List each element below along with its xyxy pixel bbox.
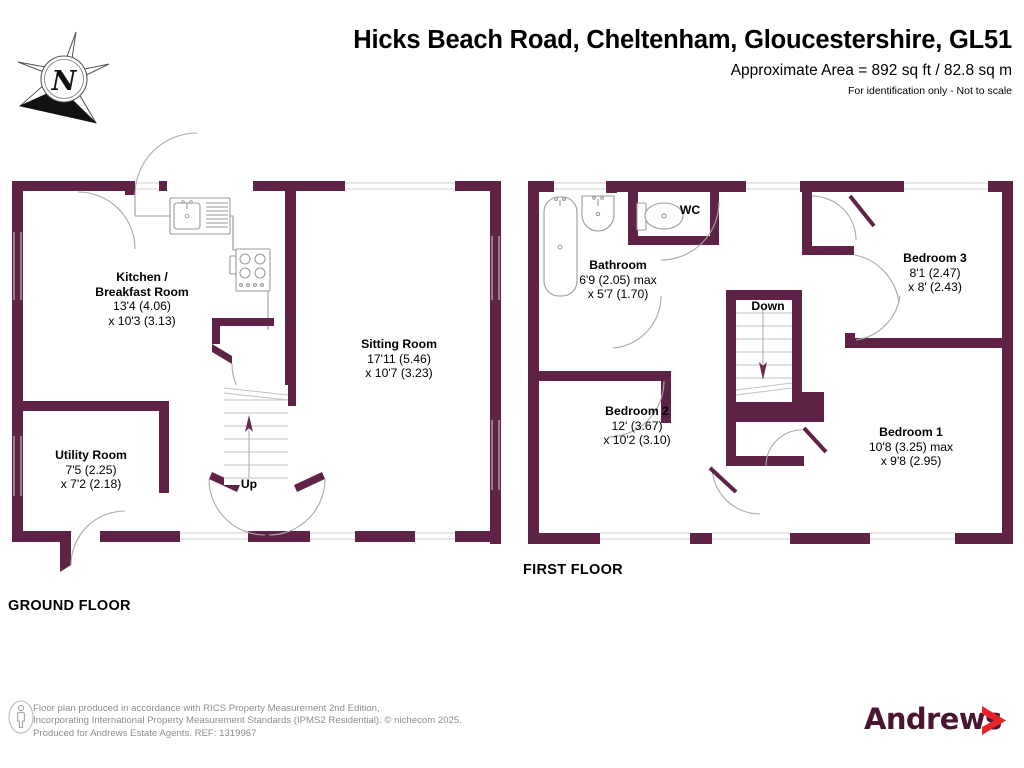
room-label-bedroom-2: Bedroom 2 12' (3.67) x 10'2 (3.10): [603, 404, 670, 448]
first-floor-plan: [528, 181, 1013, 544]
room-name: Bedroom 1: [879, 425, 943, 439]
footer-line-3: Produced for Andrews Estate Agents. REF:…: [33, 727, 257, 739]
bathtub-fixture: [543, 196, 578, 297]
room-label-utility-room: Utility Room 7'5 (2.25) x 7'2 (2.18): [55, 448, 127, 492]
room-name: Bedroom 3: [903, 251, 967, 265]
room-dimension-2: x 5'7 (1.70): [587, 287, 649, 301]
person-figure-icon: [8, 700, 34, 734]
room-dimension-2: x 9'8 (2.95): [880, 454, 942, 468]
room-name-line2: Breakfast Room: [95, 284, 189, 299]
first-floor-staircase: [735, 300, 793, 402]
stair-label-down: Down: [751, 299, 785, 313]
room-name: WC: [679, 203, 701, 217]
room-name: Bedroom 2: [605, 404, 669, 418]
room-dimension-2: x 10'3 (3.13): [108, 313, 176, 328]
room-dimension-1: 12' (3.67): [611, 418, 663, 433]
footer-line-2: Incorporating International Property Mea…: [33, 715, 462, 727]
room-dimension-1: 17'11 (5.46): [367, 351, 431, 366]
room-dimension-1: 7'5 (2.25): [65, 462, 117, 477]
footer-copyright-note: Floor plan produced in accordance with R…: [33, 703, 462, 740]
room-dimension-2: x 8' (2.43): [908, 280, 962, 294]
room-dimension-2: x 7'2 (2.18): [60, 477, 122, 491]
floor-label-ground: GROUND FLOOR: [8, 598, 131, 614]
room-dimension-1: 8'1 (2.47): [909, 265, 961, 280]
floor-label-first: FIRST FLOOR: [523, 562, 623, 578]
toilet-fixture: [636, 202, 684, 231]
room-label-kitchen: Kitchen / Breakfast Room 13'4 (4.06) x 1…: [95, 270, 188, 328]
stair-label-up: Up: [240, 477, 258, 491]
room-dimension-2: x 10'2 (3.10): [603, 433, 671, 447]
compass-rose-icon: N: [12, 28, 116, 136]
room-label-wc: WC: [680, 203, 700, 218]
washbasin-fixture: [581, 195, 615, 232]
room-dimension-2: x 10'7 (3.23): [365, 366, 433, 380]
room-label-bathroom: Bathroom 6'9 (2.05) max x 5'7 (1.70): [579, 258, 657, 302]
andrews-logo[interactable]: Andrews: [864, 698, 1014, 740]
room-dimension-1: 13'4 (4.06): [113, 299, 171, 313]
kitchen-sink-fixture: [169, 197, 231, 235]
room-name: Utility Room: [55, 448, 127, 462]
ground-floor-staircase: [223, 385, 289, 485]
disclaimer-text: For identification only - Not to scale: [848, 85, 1012, 97]
page-title: Hicks Beach Road, Cheltenham, Gloucester…: [353, 26, 1012, 54]
svg-text:N: N: [51, 66, 78, 97]
approximate-area-text: Approximate Area = 892 sq ft / 82.8 sq m: [730, 62, 1012, 79]
kitchen-hob-fixture: [229, 248, 271, 292]
room-name: Kitchen /: [116, 270, 168, 284]
brand-name: Andrews: [864, 702, 1002, 736]
footer-line-1: Floor plan produced in accordance with R…: [33, 703, 380, 714]
room-name: Sitting Room: [361, 337, 437, 351]
room-name: Bathroom: [589, 258, 647, 272]
room-label-bedroom-3: Bedroom 3 8'1 (2.47) x 8' (2.43): [903, 251, 967, 295]
room-label-bedroom-1: Bedroom 1 10'8 (3.25) max x 9'8 (2.95): [869, 425, 953, 469]
room-dimension-1: 6'9 (2.05) max: [579, 272, 657, 287]
chevron-right-icon: [982, 706, 1006, 735]
plan-header: Hicks Beach Road, Cheltenham, Gloucester…: [0, 0, 1024, 110]
room-dimension-1: 10'8 (3.25) max: [868, 439, 954, 454]
room-label-sitting-room: Sitting Room 17'11 (5.46) x 10'7 (3.23): [361, 337, 437, 381]
